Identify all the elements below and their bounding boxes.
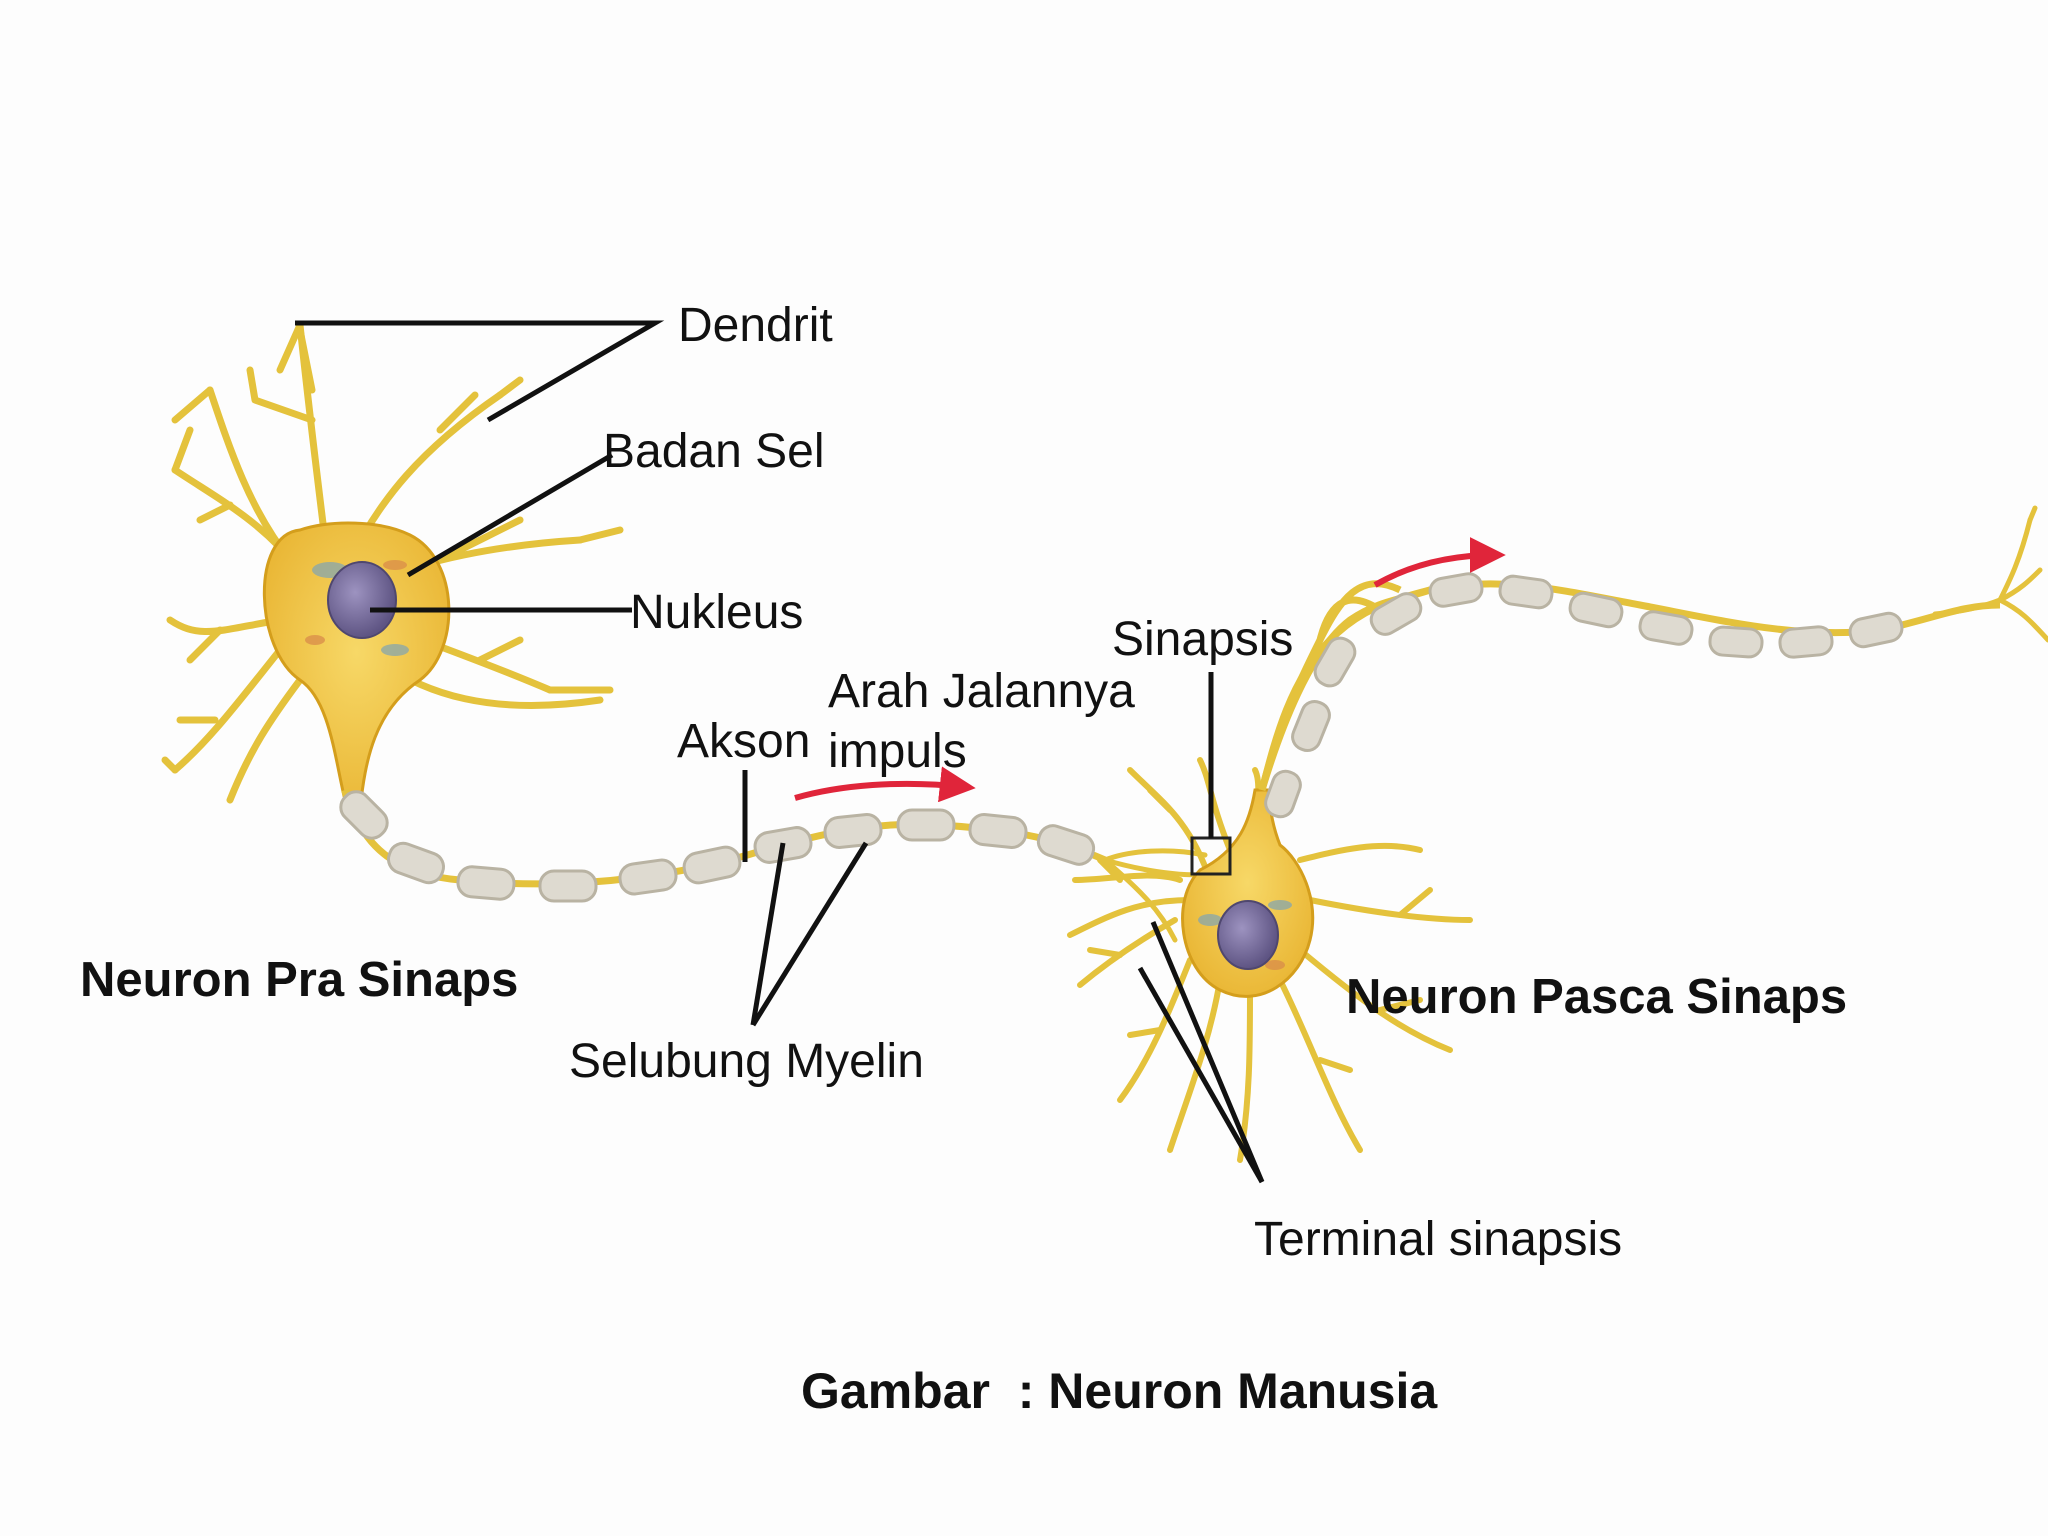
post-axon [1258, 505, 2048, 819]
label-nukleus: Nukleus [630, 586, 804, 639]
leader-lines [295, 320, 1265, 1184]
label-badan-sel: Badan Sel [603, 425, 825, 478]
label-dendrit: Dendrit [678, 299, 833, 352]
post-synaptic-neuron [1067, 757, 1473, 1163]
label-akson: Akson [677, 715, 811, 768]
pre-synaptic-neuron [161, 321, 624, 822]
label-neuron-pra-sinaps: Neuron Pra Sinaps [80, 953, 519, 1007]
post-cell-body [1181, 788, 1315, 998]
myelin-sheath-segments [339, 790, 1096, 903]
pre-nucleus [327, 561, 397, 639]
label-terminal-sinapsis: Terminal sinapsis [1254, 1213, 1623, 1266]
post-dendrites [1067, 757, 1473, 1163]
post-axon-terminals [1932, 505, 2048, 643]
post-nucleus [1217, 900, 1279, 970]
pre-axon [339, 790, 1107, 903]
label-arah-jalannya: Arah Jalannya [828, 665, 1135, 718]
label-neuron-pasca-sinaps: Neuron Pasca Sinaps [1346, 970, 1848, 1024]
impulse-arrow-icon [794, 766, 976, 803]
impulse-arrow-icon-2 [1373, 537, 1506, 588]
post-organelles [1198, 900, 1292, 970]
figure-caption: Gambar : Neuron Manusia [801, 1363, 1438, 1419]
label-selubung-myelin: Selubung Myelin [569, 1035, 924, 1088]
post-myelin-segments [1264, 572, 1904, 819]
label-impuls: impuls [828, 725, 967, 778]
pre-cell-body [262, 521, 451, 813]
label-sinapsis: Sinapsis [1112, 613, 1294, 666]
